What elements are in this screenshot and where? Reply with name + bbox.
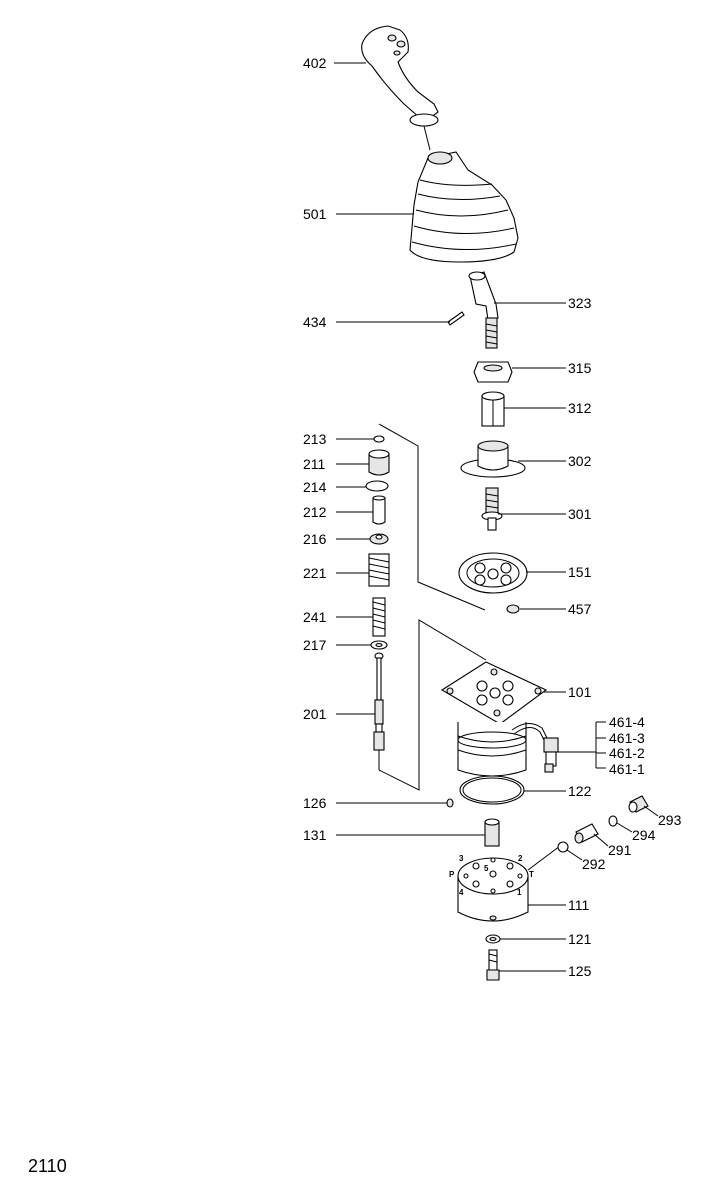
casing-101 <box>440 661 548 777</box>
washer-121 <box>485 934 501 944</box>
label-214: 214 <box>303 479 327 495</box>
spring-241 <box>372 597 386 637</box>
bolt-125 <box>486 949 500 981</box>
label-212: 212 <box>303 504 327 520</box>
plug-293 <box>628 795 649 813</box>
plate-302 <box>460 440 526 478</box>
o-ring-122 <box>459 775 525 805</box>
port-mark-p: P <box>449 870 455 879</box>
label-213: 213 <box>303 431 327 447</box>
pin-434 <box>447 311 465 326</box>
port-mark-1: 1 <box>517 888 522 897</box>
label-111: 111 <box>568 897 589 913</box>
label-434: 434 <box>303 314 327 330</box>
washer-217 <box>370 640 388 650</box>
label-121: 121 <box>568 931 592 947</box>
leader-port-connection <box>527 845 561 871</box>
label-292: 292 <box>582 856 606 872</box>
o-ring-214 <box>365 480 389 492</box>
bracket-lower <box>378 619 487 791</box>
port-mark-t: T <box>529 870 534 879</box>
o-ring-213 <box>373 435 385 443</box>
spring-221 <box>368 553 390 587</box>
label-294: 294 <box>632 827 656 843</box>
label-101: 101 <box>568 684 592 700</box>
label-323: 323 <box>568 295 592 311</box>
spool-201 <box>373 652 385 770</box>
leader-294 <box>616 822 633 833</box>
label-315: 315 <box>568 360 592 376</box>
label-501: 501 <box>303 206 327 222</box>
label-461-4: 461-4 <box>609 714 645 730</box>
label-201: 201 <box>303 706 327 722</box>
plug-126 <box>446 798 454 808</box>
port-mark-4: 4 <box>459 888 464 897</box>
adapter-291 <box>574 823 599 844</box>
leader-291 <box>593 833 609 847</box>
label-216: 216 <box>303 531 327 547</box>
label-293: 293 <box>658 812 682 828</box>
label-291: 291 <box>608 842 632 858</box>
label-211: 211 <box>303 456 326 472</box>
port-mark-5: 5 <box>484 864 489 873</box>
bushing-131 <box>484 818 500 847</box>
label-457: 457 <box>568 601 592 617</box>
label-312: 312 <box>568 400 592 416</box>
label-126: 126 <box>303 795 327 811</box>
port-mark-3: 3 <box>459 854 464 863</box>
label-131: 131 <box>303 827 327 843</box>
connector-harness-461 <box>511 723 559 773</box>
label-122: 122 <box>568 783 592 799</box>
label-221: 221 <box>303 565 327 581</box>
hex-nut-315 <box>473 361 513 383</box>
push-rod-212 <box>372 495 386 525</box>
spring-seat-216 <box>369 533 389 545</box>
seal-457 <box>506 604 520 614</box>
label-217: 217 <box>303 637 327 653</box>
plug-292 <box>557 841 569 853</box>
bracket-upper <box>378 423 486 611</box>
plate-151 <box>458 552 528 594</box>
plug-211 <box>368 449 390 476</box>
sleeve-312 <box>481 391 505 427</box>
leader-292 <box>566 849 583 861</box>
label-461-2: 461-2 <box>609 745 645 761</box>
o-ring-294 <box>608 815 618 827</box>
page-number: 2110 <box>28 1156 67 1176</box>
label-461-3: 461-3 <box>609 730 645 746</box>
joystick-handle-402 <box>361 25 439 151</box>
port-plate-111: P T 3 2 4 1 5 <box>449 854 534 922</box>
label-241: 241 <box>303 609 327 625</box>
label-125: 125 <box>568 963 592 979</box>
leader-293 <box>643 805 659 817</box>
push-rod-301 <box>481 487 503 531</box>
port-mark-2: 2 <box>518 854 523 863</box>
label-402: 402 <box>303 55 327 71</box>
label-151: 151 <box>568 564 592 580</box>
label-301: 301 <box>568 506 592 522</box>
label-461-1: 461-1 <box>609 761 645 777</box>
label-302: 302 <box>568 453 592 469</box>
universal-joint-323 <box>468 271 499 349</box>
rubber-boot-501 <box>409 151 519 263</box>
